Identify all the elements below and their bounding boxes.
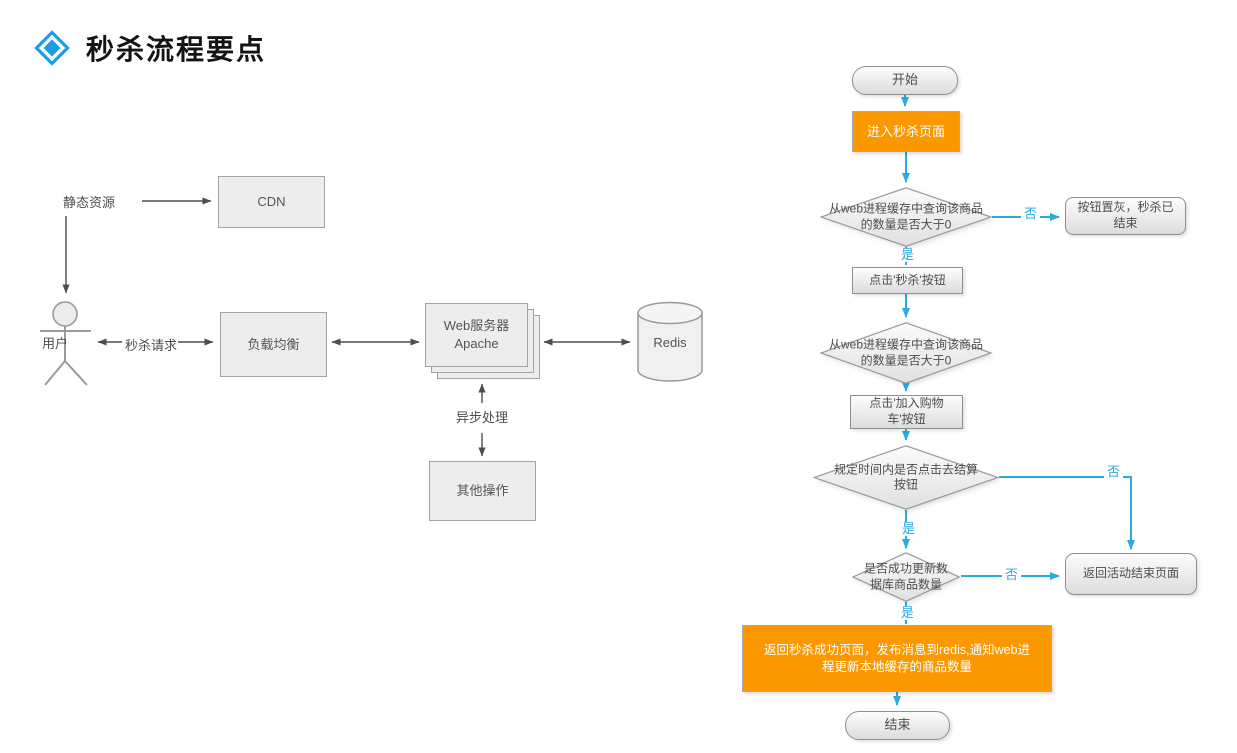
load-balancer-node: 负载均衡 — [220, 312, 327, 377]
redis-label: Redis — [653, 335, 687, 350]
flow-check-checkout-text: 规定时间内是否点击去结算 按钮 — [833, 461, 978, 492]
flow-end-node: 结束 — [845, 711, 950, 740]
flow-check-cache-2-decision: 从web进程缓存中查询该商品 的数量是否大于0 — [820, 322, 992, 384]
branch-no-label-3: 否 — [1002, 567, 1022, 583]
branch-yes-label-1: 是 — [898, 247, 918, 263]
other-operations-node: 其他操作 — [429, 461, 536, 521]
cdn-node: CDN — [218, 176, 325, 228]
redis-node: Redis — [636, 301, 704, 383]
flow-check-cache-2-text: 从web进程缓存中查询该商品 的数量是否大于0 — [828, 337, 983, 367]
page-title-text: 秒杀流程要点 — [86, 35, 267, 66]
web-server-node: Web服务器 Apache — [425, 303, 528, 367]
flow-check-update-db-text: 是否成功更新数 据库商品数量 — [863, 561, 948, 591]
flow-success-node: 返回秒杀成功页面，发布消息到redis,通知web进 程更新本地缓存的商品数量 — [742, 625, 1052, 692]
flow-click-add-cart-node: 点击'加入购物 车'按钮 — [850, 395, 963, 429]
branch-no-label-2: 否 — [1104, 464, 1124, 480]
flow-button-gray-node: 按钮置灰，秒杀已 结束 — [1065, 197, 1186, 235]
static-resource-label: 静态资源 — [63, 195, 116, 210]
arrow-check3-no — [999, 476, 1135, 550]
flow-check-checkout-decision: 规定时间内是否点击去结算 按钮 — [813, 445, 999, 510]
branch-yes-label-2: 是 — [899, 521, 919, 537]
seckill-request-label: 秒杀请求 — [125, 338, 178, 353]
user-stick-figure-icon — [40, 301, 91, 386]
async-processing-label: 异步处理 — [456, 410, 509, 425]
title-diamond-icon — [34, 30, 70, 66]
branch-yes-label-3: 是 — [898, 605, 918, 621]
flow-check-update-db-decision: 是否成功更新数 据库商品数量 — [852, 552, 960, 602]
flow-click-seckill-node: 点击'秒杀'按钮 — [852, 267, 963, 294]
page-title: 秒杀流程要点 — [34, 28, 266, 68]
flow-start-node: 开始 — [852, 66, 958, 95]
user-label: 用户 — [42, 336, 69, 351]
flow-check-cache-1-decision: 从web进程缓存中查询该商品 的数量是否大于0 — [820, 187, 992, 247]
branch-no-label-1: 否 — [1021, 206, 1041, 222]
flow-enter-page-node: 进入秒杀页面 — [852, 111, 960, 152]
flow-return-end-page-node: 返回活动结束页面 — [1065, 553, 1197, 595]
database-cylinder-icon — [637, 301, 703, 382]
flow-check-cache-1-text: 从web进程缓存中查询该商品 的数量是否大于0 — [828, 201, 983, 231]
